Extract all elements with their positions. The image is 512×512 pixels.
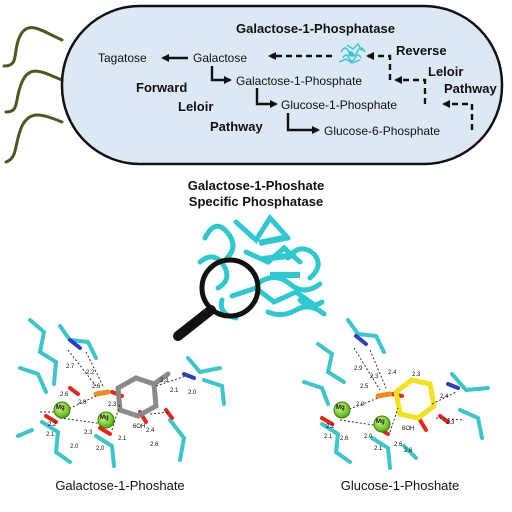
protein-title-line-2: Specific Phosphatase — [188, 194, 324, 209]
left-distance-label: 2.3 — [160, 378, 169, 384]
left-distance-label: 2.3 — [84, 430, 93, 436]
left-binding-site — [16, 318, 226, 468]
enzyme-label: Galactose-1-Phosphatase — [236, 21, 395, 36]
metabolite-tagatose: Tagatose — [98, 51, 147, 65]
protein-sheets — [258, 234, 300, 278]
right-distance-label: 2.9 — [354, 366, 363, 372]
left-distance-label: 2.1 — [118, 436, 127, 442]
right-distance-label: 2.5 — [360, 384, 369, 390]
left-distance-label: 2.7 — [66, 364, 75, 370]
flagella — [2, 26, 64, 164]
caption-galactose-1-phosphate: Galactose-1-Phoshate — [55, 478, 185, 493]
metabolite-glucose-1-phosphate: Glucose-1-Phosphate — [281, 98, 398, 112]
mg-ion — [97, 411, 115, 429]
left-distance-label: 2.6 — [150, 442, 159, 448]
mg-ion — [53, 401, 71, 419]
reverse-pathway-word-3: Pathway — [444, 81, 497, 96]
right-distance-label: 2.6 — [394, 442, 403, 448]
left-distance-label: 2.3 — [108, 402, 117, 408]
arrow-gal1p-to-enzyme — [366, 52, 392, 80]
left-distance-label: 2.0 — [188, 390, 197, 396]
left-distance-label: 2.6 — [92, 384, 101, 390]
left-distance-label: 2.0 — [96, 446, 105, 452]
right-distance-label: 2.4 — [388, 370, 397, 376]
arrow-glc1p-to-gal1p — [394, 76, 427, 104]
protein-title-line-1: Galactose-1-Phoshate — [187, 178, 325, 193]
left-distance-label: 2.0 — [78, 400, 87, 406]
right-distance-label: 2.4 — [440, 394, 449, 400]
left-distance-label: 2.4 — [146, 428, 155, 434]
reverse-pathway-word-1: Reverse — [396, 43, 447, 58]
right-distance-label: 2.0 — [364, 434, 373, 440]
caption-glucose-1-phosphate: Glucose-1-Phoshate — [340, 478, 460, 493]
arrow-galactose-to-gal1p — [210, 66, 232, 84]
arrow-glc6p-to-glc1p — [442, 100, 474, 130]
arrow-gal1p-to-glc1p — [255, 88, 278, 108]
forward-pathway-word-2: Leloir — [178, 99, 214, 114]
protein-structure — [197, 213, 327, 321]
forward-pathway-arrows — [161, 54, 320, 134]
left-mg-label: Mg — [56, 405, 65, 411]
flagellum-1 — [2, 26, 64, 68]
forward-pathway-word-3: Pathway — [210, 119, 263, 134]
forward-pathway-word-1: Forward — [136, 80, 188, 95]
metabolite-galactose: Galactose — [193, 51, 248, 65]
left-mg-ions — [53, 401, 115, 429]
left-distance-label: 2.6 — [60, 392, 69, 398]
right-mg-label: Mg — [376, 419, 385, 425]
flagellum-2 — [4, 69, 64, 114]
enzyme-icon — [338, 42, 366, 64]
metabolite-glucose-6-phosphate: Glucose-6-Phosphate — [324, 124, 441, 138]
metabolite-galactose-1-phosphate: Galactose-1-Phosphate — [236, 74, 363, 88]
left-hbonds — [40, 349, 187, 431]
right-hydroxyl-label: 6OH — [402, 426, 415, 432]
left-distance-label: 2.1 — [170, 388, 179, 394]
magnifying-glass-icon — [173, 257, 261, 341]
bacterial-cell — [60, 4, 504, 166]
mg-ion — [373, 415, 391, 433]
right-distance-label: 2.6 — [404, 448, 413, 454]
right-distance-label: 2.1 — [324, 434, 333, 440]
left-mg-label: Mg — [100, 415, 109, 421]
right-mg-ions — [333, 401, 391, 433]
left-distance-label: 2.0 — [70, 444, 79, 450]
left-hydroxyl-label: 6OH — [133, 424, 146, 430]
right-distance-label: 2.1 — [374, 446, 383, 452]
right-hbonds — [339, 347, 465, 433]
right-distance-label: 2.0 — [356, 402, 365, 408]
flagellum-3 — [4, 113, 64, 164]
right-distance-label: 2.3 — [412, 372, 421, 378]
right-distance-label: 2.3 — [446, 420, 455, 426]
arrow-glc1p-to-glc6p — [286, 113, 320, 134]
right-distance-label: 2.3 — [370, 374, 379, 380]
left-distance-label: 2.2 — [86, 370, 95, 376]
right-binding-site — [302, 318, 490, 470]
left-distance-label: 2.1 — [46, 432, 55, 438]
right-distance-label: 2.2 — [326, 424, 335, 430]
right-mg-label: Mg — [336, 405, 345, 411]
reverse-pathway-word-2: Leloir — [428, 64, 464, 79]
mg-ion — [333, 401, 351, 419]
left-distance-label: 2.2 — [48, 422, 57, 428]
right-distance-label: 2.6 — [340, 436, 349, 442]
reverse-pathway-arrows — [268, 52, 474, 130]
